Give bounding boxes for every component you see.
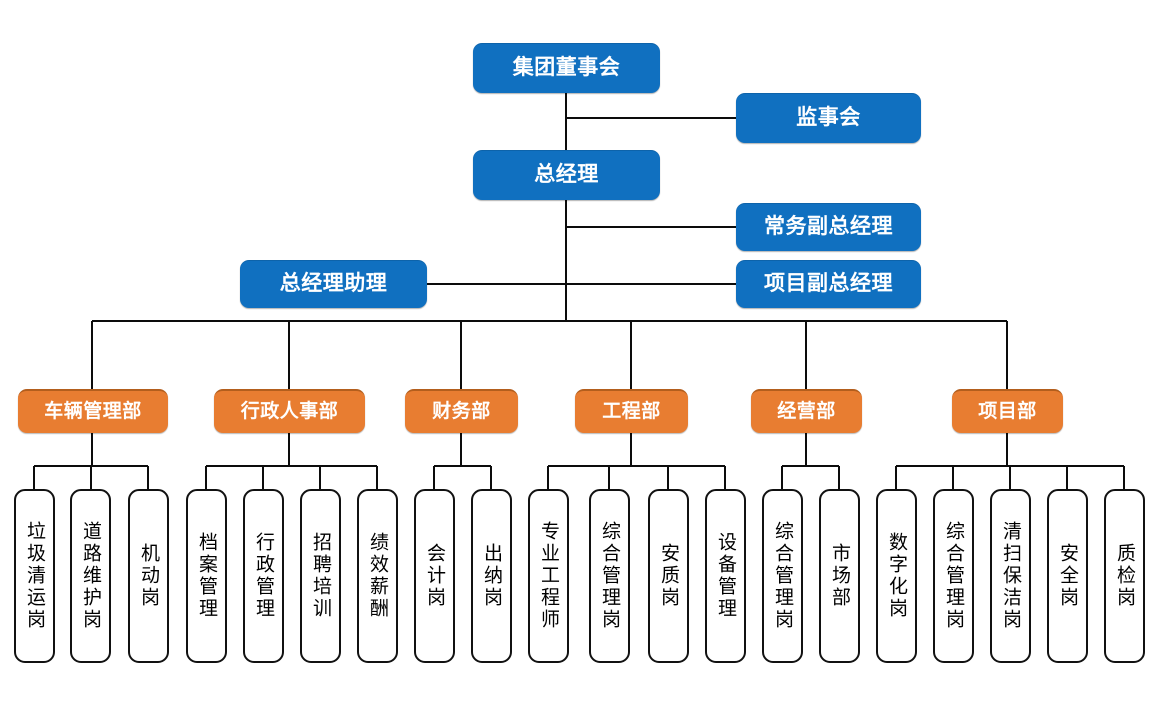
exec-node-supervisors[interactable]: 监事会: [736, 93, 921, 143]
dept-node-label: 财务部: [432, 401, 491, 423]
post-node-admin_hr-6[interactable]: 绩效薪酬: [357, 489, 398, 663]
post-node-label: 安全岗: [1057, 543, 1078, 609]
post-node-label: 综合管理岗: [599, 521, 620, 631]
dept-node-vehicle[interactable]: 车辆管理部: [18, 389, 168, 433]
dept-node-engineer[interactable]: 工程部: [575, 389, 688, 433]
post-node-label: 数字化岗: [886, 532, 907, 620]
post-node-label: 道路维护岗: [80, 521, 101, 631]
post-node-business-13[interactable]: 综合管理岗: [762, 489, 803, 663]
post-node-label: 招聘培训: [310, 532, 331, 620]
post-node-vehicle-1[interactable]: 道路维护岗: [70, 489, 111, 663]
post-node-label: 垃圾清运岗: [24, 521, 45, 631]
dept-node-label: 工程部: [602, 401, 661, 423]
exec-node-exec_deputy[interactable]: 常务副总经理: [736, 203, 921, 251]
exec-node-board[interactable]: 集团董事会: [473, 43, 660, 93]
exec-node-label: 集团董事会: [512, 56, 621, 80]
post-node-project-18[interactable]: 安全岗: [1047, 489, 1088, 663]
post-node-business-14[interactable]: 市场部: [819, 489, 860, 663]
post-node-label: 综合管理岗: [772, 521, 793, 631]
post-node-project-17[interactable]: 清扫保洁岗: [990, 489, 1031, 663]
post-node-label: 绩效薪酬: [367, 532, 388, 620]
dept-node-finance[interactable]: 财务部: [405, 389, 518, 433]
post-node-label: 行政管理: [253, 532, 274, 620]
post-node-admin_hr-5[interactable]: 招聘培训: [300, 489, 341, 663]
post-node-vehicle-2[interactable]: 机动岗: [128, 489, 169, 663]
post-node-engineer-11[interactable]: 安质岗: [648, 489, 689, 663]
dept-node-business[interactable]: 经营部: [751, 389, 862, 433]
post-node-project-15[interactable]: 数字化岗: [876, 489, 917, 663]
post-node-label: 市场部: [829, 543, 850, 609]
post-node-vehicle-0[interactable]: 垃圾清运岗: [14, 489, 55, 663]
dept-node-admin_hr[interactable]: 行政人事部: [214, 389, 365, 433]
exec-node-label: 总经理助理: [279, 272, 388, 296]
exec-node-gm[interactable]: 总经理: [473, 150, 660, 200]
post-node-label: 出纳岗: [481, 543, 502, 609]
exec-node-proj_deputy[interactable]: 项目副总经理: [736, 260, 921, 308]
post-node-label: 质检岗: [1114, 543, 1135, 609]
post-node-label: 档案管理: [196, 532, 217, 620]
post-node-label: 清扫保洁岗: [1000, 521, 1021, 631]
exec-node-label: 常务副总经理: [764, 215, 893, 239]
post-node-admin_hr-4[interactable]: 行政管理: [243, 489, 284, 663]
post-node-label: 综合管理岗: [943, 521, 964, 631]
dept-node-label: 项目部: [978, 401, 1037, 423]
post-node-label: 专业工程师: [538, 521, 559, 631]
exec-node-label: 总经理: [534, 163, 599, 187]
post-node-label: 安质岗: [658, 543, 679, 609]
post-node-engineer-10[interactable]: 综合管理岗: [589, 489, 630, 663]
post-node-label: 机动岗: [138, 543, 159, 609]
post-node-label: 设备管理: [715, 532, 736, 620]
exec-node-label: 监事会: [796, 106, 861, 130]
exec-node-label: 项目副总经理: [764, 272, 893, 296]
dept-node-project[interactable]: 项目部: [952, 389, 1063, 433]
post-node-finance-8[interactable]: 出纳岗: [471, 489, 512, 663]
post-node-project-19[interactable]: 质检岗: [1104, 489, 1145, 663]
post-node-label: 会计岗: [424, 543, 445, 609]
post-node-project-16[interactable]: 综合管理岗: [933, 489, 974, 663]
post-node-engineer-12[interactable]: 设备管理: [705, 489, 746, 663]
dept-node-label: 行政人事部: [240, 401, 339, 423]
post-node-finance-7[interactable]: 会计岗: [414, 489, 455, 663]
post-node-admin_hr-3[interactable]: 档案管理: [186, 489, 227, 663]
post-node-engineer-9[interactable]: 专业工程师: [528, 489, 569, 663]
dept-node-label: 车辆管理部: [44, 401, 142, 423]
exec-node-gm_assistant[interactable]: 总经理助理: [240, 260, 427, 308]
dept-node-label: 经营部: [777, 401, 836, 423]
